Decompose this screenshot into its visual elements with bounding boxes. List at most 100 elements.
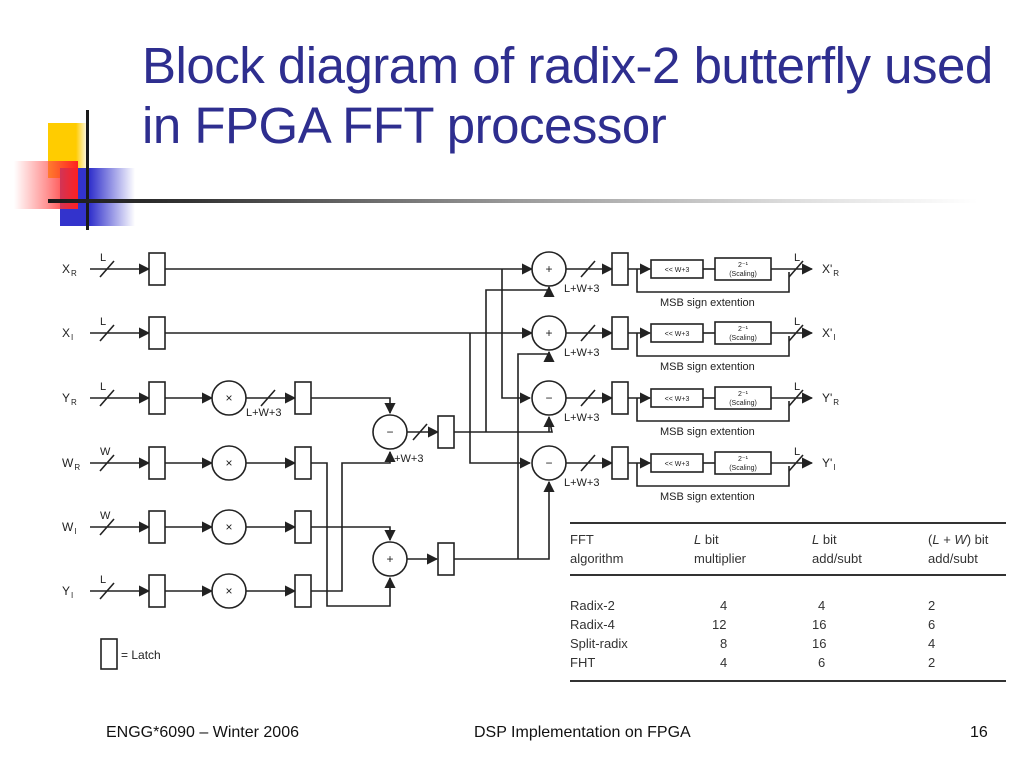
bus-width-slash <box>580 324 596 342</box>
shift-block-label: << W+3 <box>665 396 690 403</box>
wire <box>311 526 396 542</box>
output-width-label: L+W+3 <box>564 347 599 359</box>
wire <box>517 350 555 559</box>
msb-feedback-wire <box>636 333 790 357</box>
table-cell: 2 <box>928 653 1006 682</box>
input-latch <box>148 510 166 544</box>
output-latch <box>611 316 629 350</box>
mid-width-label: L+W+3 <box>388 453 423 465</box>
input-label-wr: WR <box>62 456 80 472</box>
multiplier-symbol: × <box>225 584 232 598</box>
table-cell: 16 <box>812 636 827 651</box>
input-latch <box>148 381 166 415</box>
input-latch <box>148 316 166 350</box>
bus-width-label: L <box>794 381 800 393</box>
output-subtractor-symbol: − <box>545 456 552 470</box>
table-cell: 12 <box>712 617 727 632</box>
scaling-block-label: 2⁻¹ <box>738 262 749 269</box>
bus-width-label: L <box>100 316 106 328</box>
product-latch <box>294 574 312 608</box>
table-cell: 4 <box>818 598 826 613</box>
output-label-0: X'R <box>822 262 839 278</box>
bus-width-slash <box>580 260 596 278</box>
imag-latch <box>437 542 455 576</box>
bus-width-slash <box>99 518 115 536</box>
table-cell: 4 <box>694 653 812 682</box>
msb-sign-extension-label: MSB sign extention <box>660 426 755 438</box>
table-header-row: algorithm multiplier add/subt add/subt <box>570 549 1006 576</box>
page-number: 16 <box>970 724 988 741</box>
wire <box>485 285 555 432</box>
input-label-wi: WI <box>62 520 77 536</box>
scaling-block-label: (Scaling) <box>729 335 757 342</box>
table-cell: 6 <box>928 617 936 632</box>
header-cell: L bit <box>694 522 812 549</box>
bus-width-slash <box>580 389 596 407</box>
input-label-yi: YI <box>62 584 73 600</box>
wire <box>311 462 396 607</box>
input-label-xi: XI <box>62 326 73 342</box>
input-latch <box>148 574 166 608</box>
multiplier-symbol: × <box>225 520 232 534</box>
bus-width-slash <box>788 454 804 472</box>
bus-width-slash <box>788 389 804 407</box>
header-cell: algorithm <box>570 549 694 576</box>
header-cell: add/subt <box>928 549 1006 576</box>
shift-block-label: << W+3 <box>665 461 690 468</box>
product-latch <box>294 381 312 415</box>
msb-feedback-wire <box>636 269 790 293</box>
output-width-label: L+W+3 <box>564 412 599 424</box>
bus-width-slash <box>580 454 596 472</box>
table-cell: Radix-2 <box>570 598 615 613</box>
scaling-block-label: (Scaling) <box>729 271 757 278</box>
msb-sign-extension-label: MSB sign extention <box>660 297 755 309</box>
input-latch <box>148 252 166 286</box>
msb-feedback-wire <box>636 398 790 422</box>
slide-title: Block diagram of radix-2 butterfly used … <box>142 37 993 154</box>
bus-width-label: L <box>100 381 106 393</box>
bus-width-slash <box>788 324 804 342</box>
table-cell: 4 <box>720 598 728 613</box>
scaling-block-label: (Scaling) <box>729 465 757 472</box>
bus-width-slash <box>788 260 804 278</box>
msb-feedback-wire <box>636 463 790 487</box>
wire <box>454 480 555 560</box>
bus-width-label: L <box>794 252 800 264</box>
bus-width-label: L <box>794 316 800 328</box>
msb-sign-extension-label: MSB sign extention <box>660 491 755 503</box>
scaling-block-label: 2⁻¹ <box>738 391 749 398</box>
footer-course: ENGG*6090 – Winter 2006 <box>106 724 299 741</box>
table-row: FHT 4 6 2 <box>570 653 1006 682</box>
table-cell: Radix-4 <box>570 617 615 632</box>
bus-width-slash <box>99 389 115 407</box>
scaling-block-label: (Scaling) <box>729 400 757 407</box>
scaling-block-label: 2⁻¹ <box>738 456 749 463</box>
table-cell: 6 <box>812 653 928 682</box>
bus-width-label: L <box>100 252 106 264</box>
butterfly-block-diagram: XRLXILYRLWRWWIWYIL××××L+W+3−+L+W+3++−−L+… <box>62 251 839 670</box>
legend-latch-symbol <box>100 638 118 670</box>
real-subtractor-symbol: − <box>386 425 393 439</box>
header-cell: add/subt <box>812 549 928 576</box>
output-width-label: L+W+3 <box>564 283 599 295</box>
shift-block-label: << W+3 <box>665 331 690 338</box>
shift-block-label: << W+3 <box>665 267 690 274</box>
output-label-3: Y'I <box>822 456 836 472</box>
output-width-label: L+W+3 <box>564 477 599 489</box>
imag-adder-symbol: + <box>386 552 393 566</box>
title-underline <box>48 199 978 203</box>
output-label-1: X'I <box>822 326 836 342</box>
table-header-row: FFT L bit L bit (L + W) bit <box>570 522 1006 549</box>
product-latch <box>294 510 312 544</box>
product-latch <box>294 446 312 480</box>
output-subtractor-symbol: − <box>545 391 552 405</box>
table-row: Radix-4 12 16 6 <box>570 615 1006 634</box>
table-row: Split-radix 8 16 4 <box>570 634 1006 653</box>
table-cell: Split-radix <box>570 636 628 651</box>
bus-width-slash <box>99 260 115 278</box>
table-cell: 2 <box>928 598 936 613</box>
table-cell: 16 <box>812 617 827 632</box>
output-latch <box>611 446 629 480</box>
wire <box>311 450 396 592</box>
bus-width-label: L <box>100 574 106 586</box>
